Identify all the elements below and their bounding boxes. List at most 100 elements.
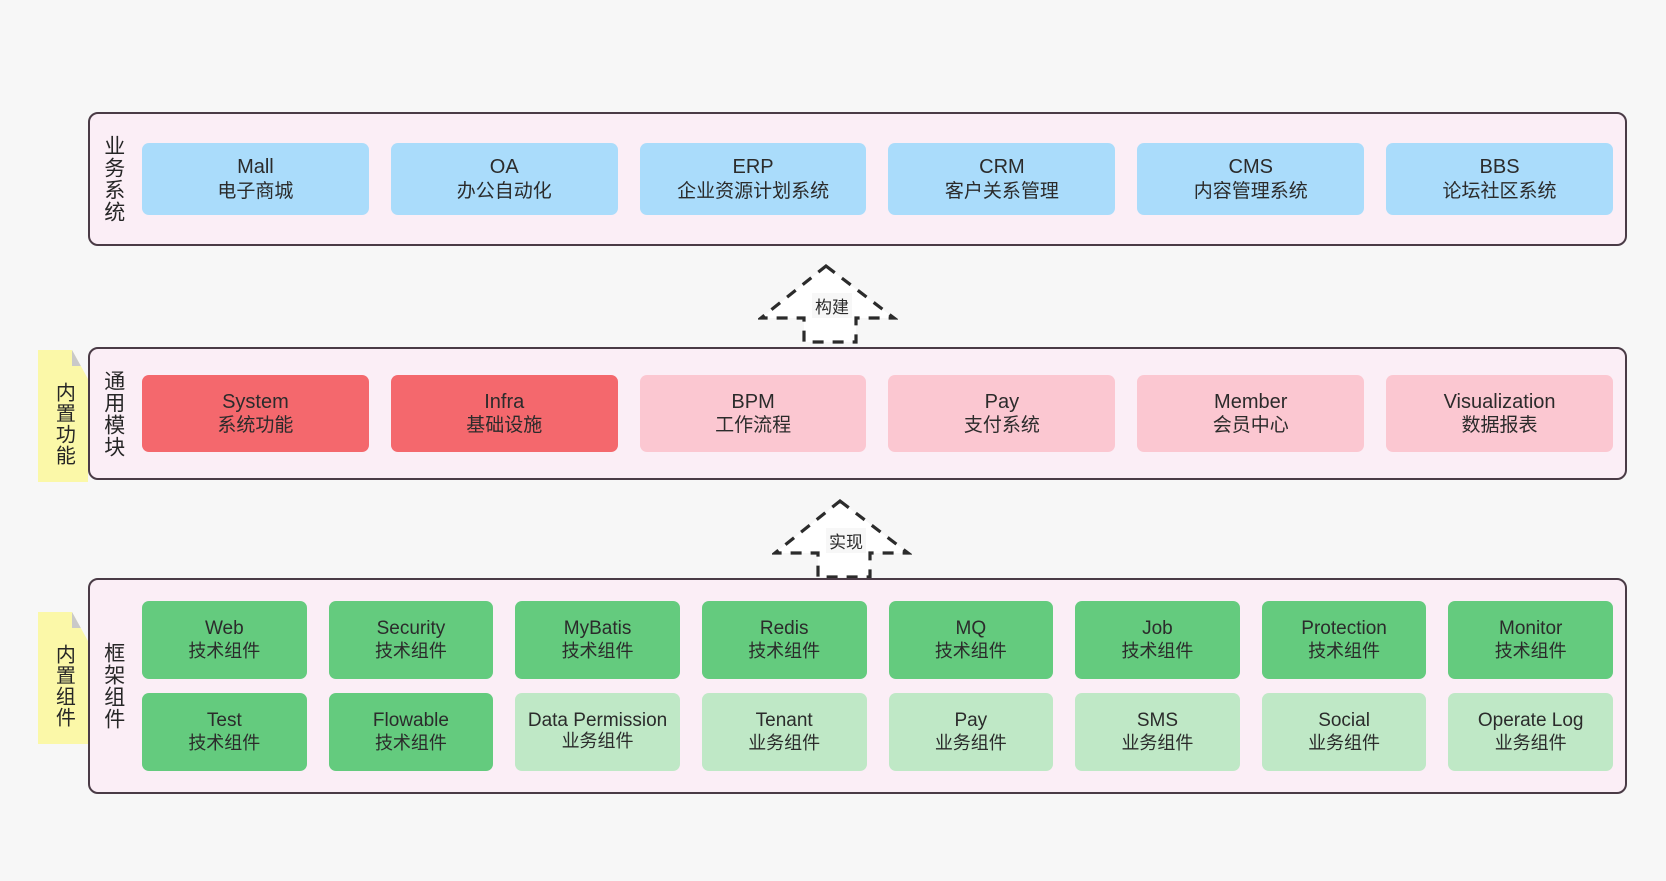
card-crm[interactable]: CRM 客户关系管理 bbox=[888, 143, 1116, 215]
card-subtitle: 技术组件 bbox=[1494, 640, 1567, 661]
card-mq[interactable]: MQ 技术组件 bbox=[888, 601, 1054, 679]
card-mybatis[interactable]: MyBatis 技术组件 bbox=[515, 601, 680, 679]
layer-body-framework-components: Web 技术组件 Security 技术组件 MyBatis 技术组件 Redi… bbox=[136, 580, 1625, 792]
card-subtitle: 技术组件 bbox=[374, 640, 447, 661]
card-subtitle: 会员中心 bbox=[1212, 415, 1289, 437]
card-infra[interactable]: Infra 基础设施 bbox=[390, 375, 618, 452]
card-title: Pay bbox=[984, 390, 1020, 413]
card-title: Member bbox=[1214, 390, 1288, 413]
card-operate-log[interactable]: Operate Log 业务组件 bbox=[1448, 693, 1613, 771]
card-subtitle: 技术组件 bbox=[188, 640, 261, 661]
card-subtitle: 业务组件 bbox=[561, 731, 634, 752]
card-subtitle: 业务组件 bbox=[1494, 732, 1567, 753]
card-subtitle: 业务组件 bbox=[1308, 732, 1381, 753]
note-label: 内置组件 bbox=[52, 644, 75, 728]
card-title: Data Permission bbox=[527, 709, 668, 731]
card-title: BPM bbox=[731, 390, 775, 413]
card-subtitle: 论坛社区系统 bbox=[1442, 180, 1557, 202]
card-test[interactable]: Test 技术组件 bbox=[142, 693, 307, 771]
layer-title-business-systems: 业务系统 bbox=[101, 135, 125, 223]
card-title: Tenant bbox=[755, 710, 813, 732]
card-social[interactable]: Social 业务组件 bbox=[1261, 693, 1427, 771]
card-subtitle: 技术组件 bbox=[748, 640, 821, 661]
card-erp[interactable]: ERP 企业资源计划系统 bbox=[639, 143, 867, 215]
card-row: Web 技术组件 Security 技术组件 MyBatis 技术组件 Redi… bbox=[142, 601, 1613, 679]
card-title: Protection bbox=[1301, 618, 1387, 640]
card-title: CMS bbox=[1228, 156, 1273, 179]
layer-body-common-modules: System 系统功能 Infra 基础设施 BPM 工作流程 Pay 支付系统… bbox=[136, 349, 1625, 478]
note-builtin-functions: 内置功能 bbox=[38, 350, 88, 482]
card-subtitle: 技术组件 bbox=[1121, 640, 1194, 661]
card-title: Redis bbox=[759, 618, 809, 640]
card-mall[interactable]: Mall 电子商城 bbox=[142, 143, 369, 215]
layer-title-common-modules: 通用模块 bbox=[101, 369, 125, 458]
card-pay-business[interactable]: Pay 业务组件 bbox=[888, 693, 1054, 771]
card-bpm[interactable]: BPM 工作流程 bbox=[639, 375, 867, 452]
layer-business-systems: 业务系统 Mall 电子商城 OA 办公自动化 ERP 企业资源计划系统 CRM… bbox=[88, 112, 1627, 246]
card-title: Visualization bbox=[1443, 390, 1556, 413]
note-fold-icon bbox=[72, 350, 88, 366]
card-monitor[interactable]: Monitor 技术组件 bbox=[1448, 601, 1613, 679]
card-protection[interactable]: Protection 技术组件 bbox=[1261, 601, 1427, 679]
card-cms[interactable]: CMS 内容管理系统 bbox=[1137, 143, 1365, 215]
card-title: MyBatis bbox=[563, 618, 632, 640]
card-title: Infra bbox=[484, 390, 525, 413]
card-security[interactable]: Security 技术组件 bbox=[328, 601, 494, 679]
card-subtitle: 业务组件 bbox=[934, 732, 1007, 753]
card-data-permission[interactable]: Data Permission 业务组件 bbox=[515, 693, 680, 771]
card-web[interactable]: Web 技术组件 bbox=[142, 601, 307, 679]
card-visualization[interactable]: Visualization 数据报表 bbox=[1386, 375, 1613, 452]
card-subtitle: 工作流程 bbox=[715, 415, 792, 437]
card-oa[interactable]: OA 办公自动化 bbox=[390, 143, 618, 215]
card-title: Operate Log bbox=[1477, 710, 1584, 732]
card-subtitle: 技术组件 bbox=[1308, 640, 1381, 661]
card-title: SMS bbox=[1136, 710, 1179, 732]
card-subtitle: 客户关系管理 bbox=[944, 180, 1059, 202]
card-member[interactable]: Member 会员中心 bbox=[1137, 375, 1365, 452]
card-row: System 系统功能 Infra 基础设施 BPM 工作流程 Pay 支付系统… bbox=[142, 375, 1613, 452]
layer-common-modules: 通用模块 System 系统功能 Infra 基础设施 BPM 工作流程 Pay… bbox=[88, 347, 1627, 480]
card-subtitle: 基础设施 bbox=[466, 415, 543, 437]
card-subtitle: 业务组件 bbox=[748, 732, 821, 753]
card-system[interactable]: System 系统功能 bbox=[142, 375, 369, 452]
card-title: Monitor bbox=[1499, 618, 1563, 640]
card-title: Security bbox=[376, 618, 446, 640]
arrow-build-label: 构建 bbox=[812, 293, 852, 318]
card-title: OA bbox=[489, 156, 519, 179]
card-pay[interactable]: Pay 支付系统 bbox=[888, 375, 1116, 452]
card-redis[interactable]: Redis 技术组件 bbox=[701, 601, 867, 679]
card-title: BBS bbox=[1479, 156, 1520, 179]
card-title: System bbox=[222, 390, 289, 413]
card-subtitle: 内容管理系统 bbox=[1193, 180, 1308, 202]
card-subtitle: 支付系统 bbox=[963, 415, 1040, 437]
card-job[interactable]: Job 技术组件 bbox=[1075, 601, 1240, 679]
card-subtitle: 业务组件 bbox=[1121, 732, 1194, 753]
card-bbs[interactable]: BBS 论坛社区系统 bbox=[1386, 143, 1613, 215]
card-title: Job bbox=[1142, 618, 1173, 640]
card-subtitle: 技术组件 bbox=[374, 732, 447, 753]
card-subtitle: 办公自动化 bbox=[456, 180, 552, 202]
layer-body-business-systems: Mall 电子商城 OA 办公自动化 ERP 企业资源计划系统 CRM 客户关系… bbox=[136, 114, 1625, 244]
note-fold-icon bbox=[72, 612, 88, 628]
card-subtitle: 企业资源计划系统 bbox=[677, 180, 830, 202]
card-title: Pay bbox=[954, 710, 988, 732]
note-label: 内置功能 bbox=[52, 382, 75, 466]
card-subtitle: 电子商城 bbox=[217, 180, 294, 202]
card-subtitle: 数据报表 bbox=[1461, 415, 1538, 437]
card-tenant[interactable]: Tenant 业务组件 bbox=[701, 693, 867, 771]
card-title: ERP bbox=[732, 156, 774, 179]
arrow-implement-label: 实现 bbox=[826, 528, 866, 553]
card-sms[interactable]: SMS 业务组件 bbox=[1075, 693, 1240, 771]
card-title: CRM bbox=[979, 156, 1025, 179]
card-subtitle: 系统功能 bbox=[217, 415, 294, 437]
card-row: Test 技术组件 Flowable 技术组件 Data Permission … bbox=[142, 693, 1613, 771]
layer-title-framework-components: 框架组件 bbox=[101, 642, 125, 730]
card-flowable[interactable]: Flowable 技术组件 bbox=[328, 693, 494, 771]
card-subtitle: 技术组件 bbox=[561, 640, 634, 661]
card-title: Social bbox=[1318, 710, 1370, 732]
card-title: Test bbox=[206, 710, 242, 732]
note-builtin-components: 内置组件 bbox=[38, 612, 88, 744]
card-title: Web bbox=[204, 618, 244, 640]
card-subtitle: 技术组件 bbox=[188, 732, 261, 753]
